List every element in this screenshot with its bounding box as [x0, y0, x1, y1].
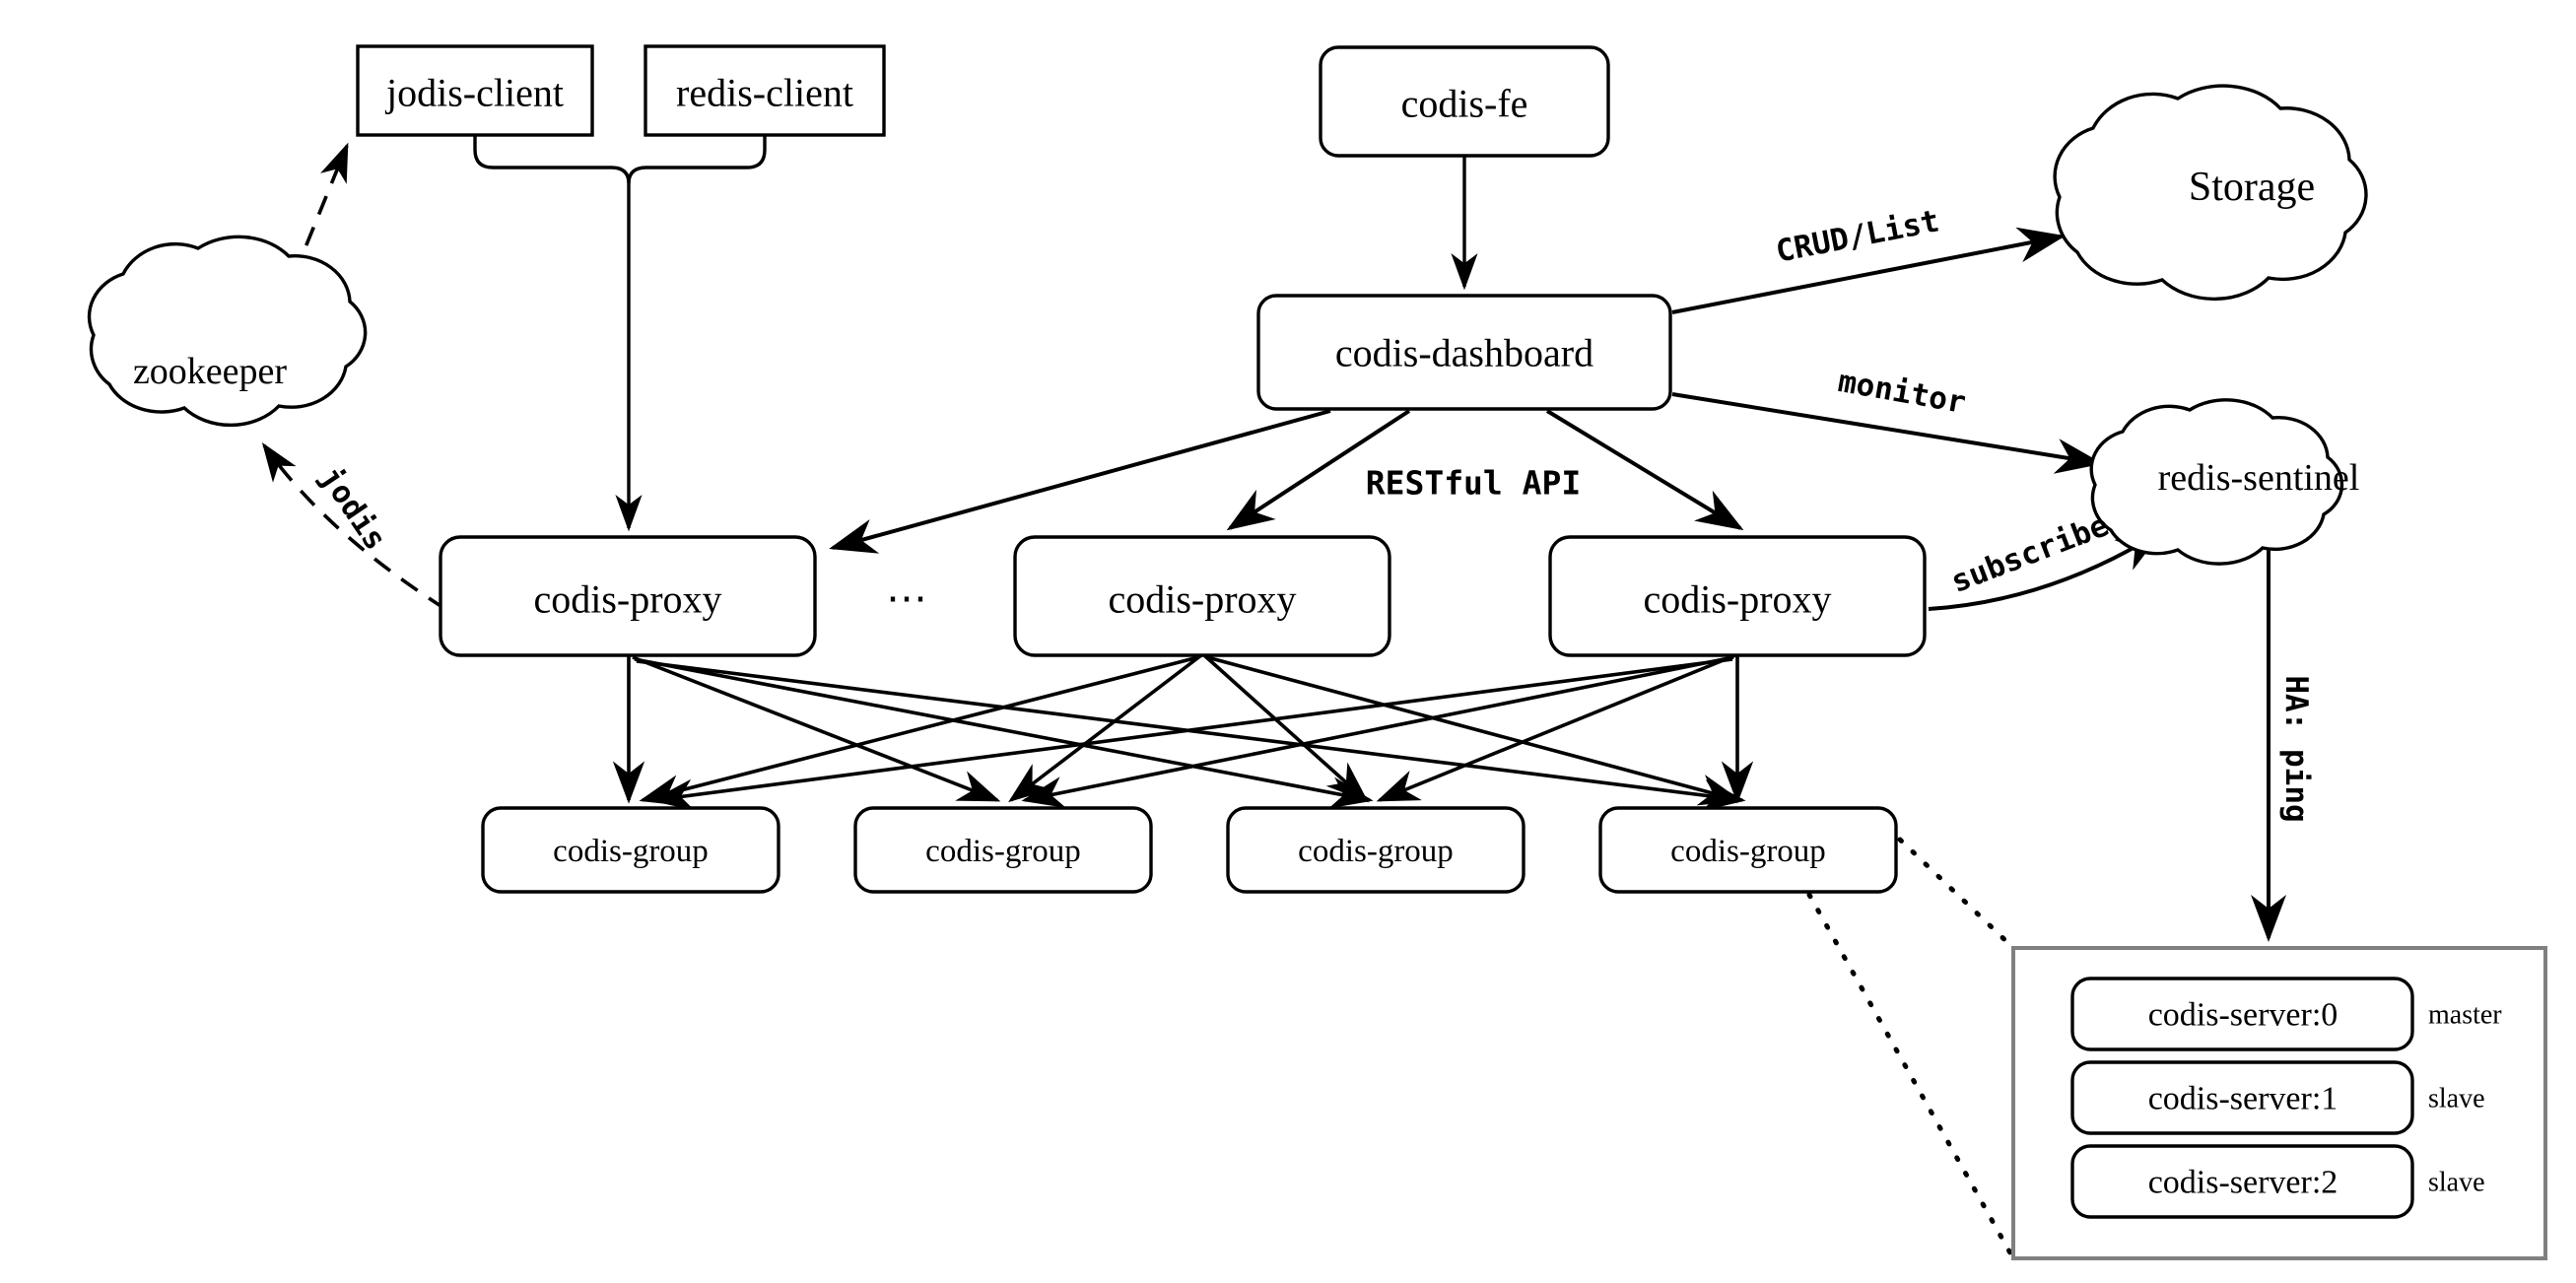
node-codis-fe-box	[1319, 45, 1610, 158]
edge-zookeeper-to-jodis-client	[279, 142, 349, 308]
edge-proxy3-group2	[1021, 655, 1734, 809]
zookeeper-cloud-shape	[87, 235, 368, 428]
edge-label-restful-api: RESTful API	[1366, 464, 1582, 503]
node-redis-client-box	[644, 44, 886, 137]
node-codis-fe-label: codis-fe	[1401, 82, 1528, 126]
edge-label-ha-ping: HA: ping	[2278, 675, 2314, 822]
node-proxy-2-label: codis-proxy	[1108, 577, 1296, 622]
edge-label-crud-list: CRUD/List	[1773, 203, 1942, 269]
node-redis-client-label: redis-client	[676, 71, 853, 115]
node-redis-sentinel-label: redis-sentinel	[2158, 457, 2360, 499]
node-codis-server-2-box	[2070, 1144, 2414, 1219]
node-proxy-2-box	[1013, 535, 1391, 657]
redis-sentinel-cloud-shape	[2089, 398, 2344, 566]
server-role-slave-1: slave	[2428, 1084, 2485, 1114]
edge-label-subscribe: subscribe	[1946, 507, 2114, 600]
node-codis-dashboard-box	[1256, 294, 1672, 411]
node-group-2-label: codis-group	[925, 834, 1081, 869]
node-codis-server-0-label: codis-server:0	[2148, 997, 2339, 1034]
node-group-1-label: codis-group	[553, 834, 709, 869]
node-codis-server-1-box	[2070, 1060, 2414, 1135]
cloud-shapes	[87, 84, 2368, 566]
node-group-1-box	[481, 806, 780, 894]
edge-label-monitor: monitor	[1836, 364, 1969, 421]
node-zookeeper-label: zookeeper	[133, 351, 287, 392]
proxy-ellipsis: ⋯	[886, 576, 927, 622]
edge-dashboard-to-sentinel	[1671, 392, 2103, 474]
edge-dashboard-to-storage	[1671, 227, 2066, 314]
edge-proxy3-group3	[1376, 653, 1736, 802]
edge-group4-panel-bottom	[1806, 892, 2016, 1261]
edge-proxy2-group2	[1008, 653, 1203, 803]
server-role-master: master	[2428, 1000, 2502, 1031]
node-proxy-1-box	[439, 535, 817, 657]
edge-dashboard-to-proxy2	[1226, 409, 1411, 531]
node-proxy-3-label: codis-proxy	[1643, 577, 1831, 622]
node-jodis-client-box	[356, 44, 594, 137]
edge-proxy2-group3	[1202, 653, 1369, 803]
server-role-slave-2: slave	[2428, 1168, 2485, 1198]
edge-group4-panel-top	[1897, 837, 2016, 951]
edge-proxy3-group1	[650, 657, 1733, 811]
node-group-3-box	[1226, 806, 1525, 894]
node-group-4-label: codis-group	[1670, 834, 1826, 869]
node-codis-dashboard-label: codis-dashboard	[1335, 331, 1593, 375]
edge-clients-brace-right	[627, 135, 767, 184]
node-group-3-label: codis-group	[1298, 834, 1454, 869]
storage-cloud-shape	[2053, 84, 2368, 302]
node-group-4-box	[1598, 806, 1898, 894]
edge-proxy2-group1	[639, 655, 1199, 806]
edge-dashboard-to-proxy3	[1545, 409, 1744, 531]
edge-clients-brace	[473, 135, 631, 184]
edge-proxy-to-zookeeper-jodis	[261, 442, 446, 611]
edge-proxy1-group2	[632, 655, 1001, 802]
node-codis-server-0-box	[2070, 977, 2414, 1051]
node-proxy-1-label: codis-proxy	[533, 577, 721, 622]
node-storage-label: Storage	[2189, 165, 2315, 210]
node-proxy-3-box	[1548, 535, 1927, 657]
node-codis-server-2-label: codis-server:2	[2148, 1165, 2339, 1201]
edge-proxy2-group4	[1206, 655, 1742, 806]
node-group-2-box	[853, 806, 1153, 894]
node-codis-server-1-label: codis-server:1	[2148, 1081, 2339, 1117]
edge-dashboard-to-proxy1	[829, 409, 1331, 554]
edge-proxy1-group3	[634, 657, 1374, 809]
node-jodis-client-label: jodis-client	[384, 71, 564, 115]
